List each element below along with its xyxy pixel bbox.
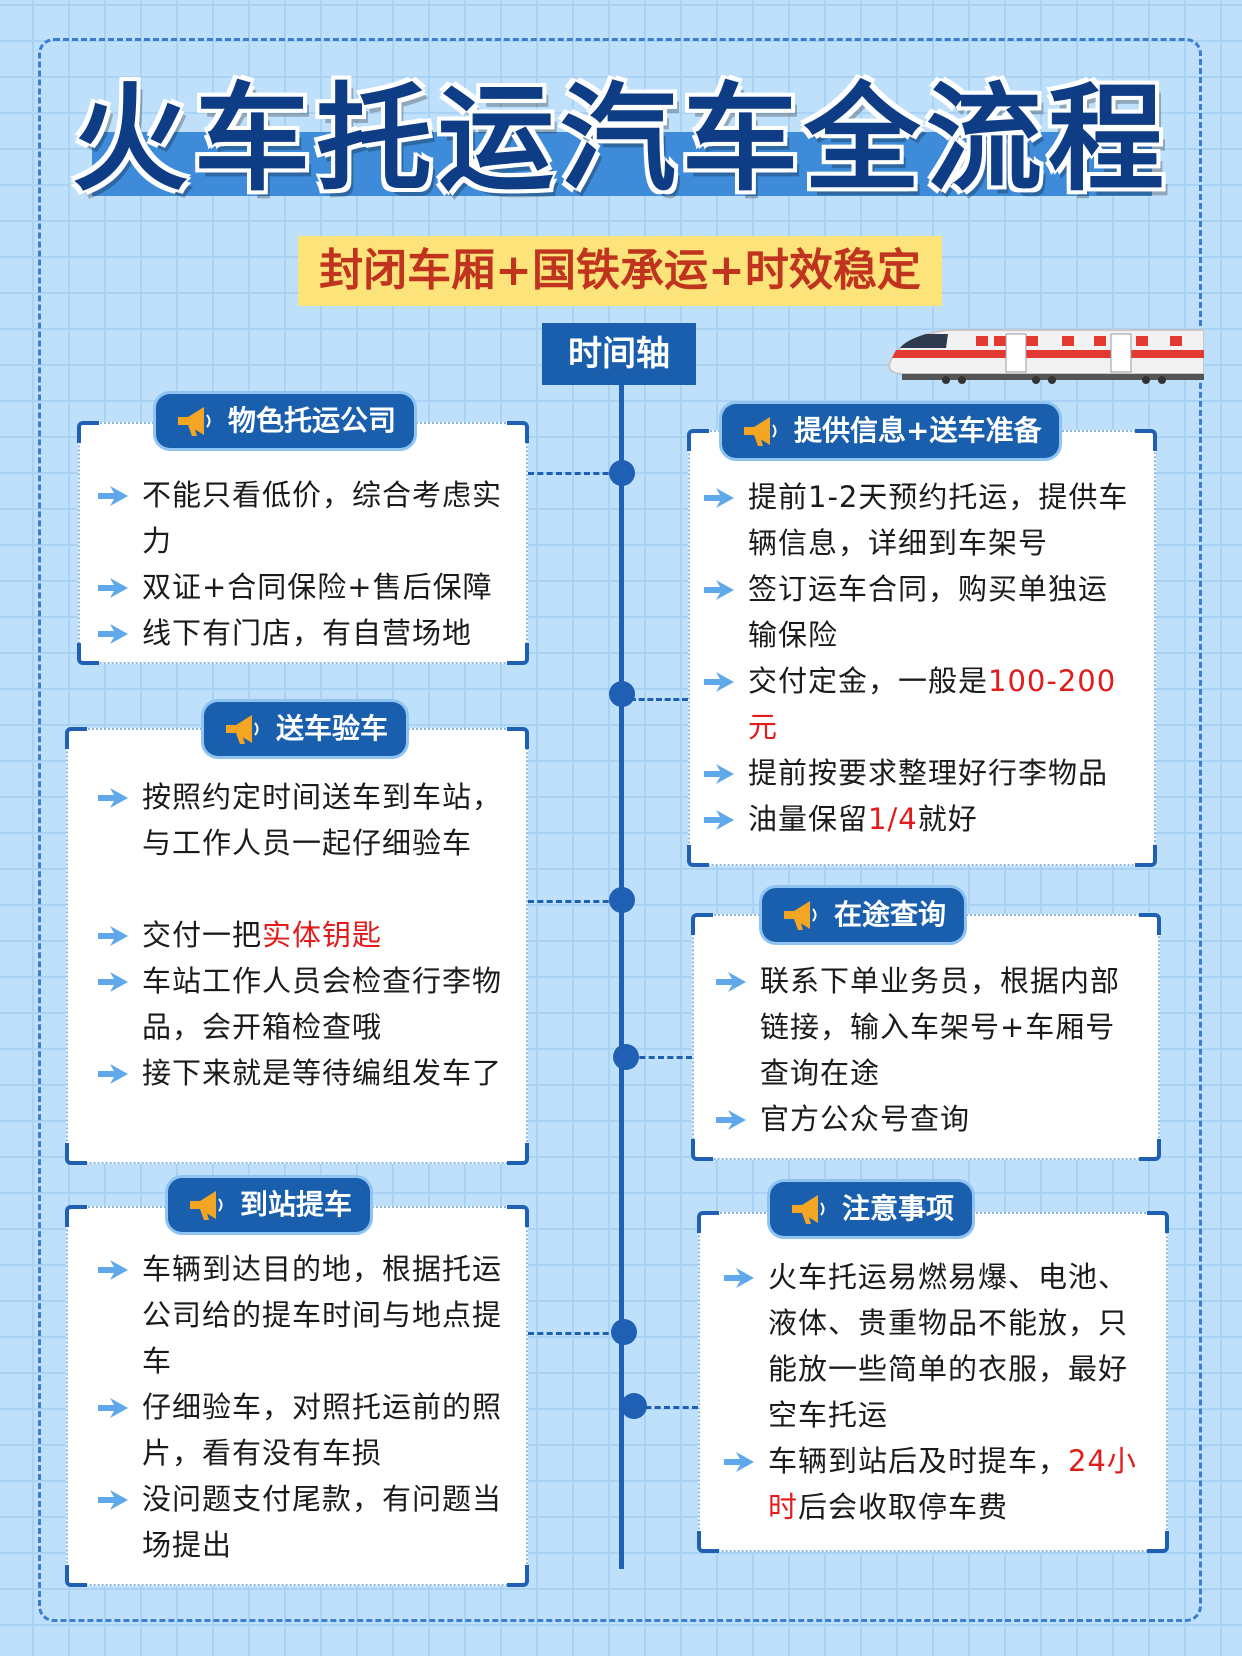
list-item: 提前按要求整理好行李物品: [704, 750, 1134, 796]
list-item: 签订运车合同，购买单独运输保险: [704, 566, 1134, 658]
arrow-icon: [704, 810, 734, 830]
timeline-connector: [528, 900, 618, 903]
step-title-2: 提供信息+送车准备: [722, 404, 1060, 458]
list-item: 联系下单业务员，根据内部链接，输入车架号+车厢号查询在途: [716, 958, 1140, 1096]
subtitle: 封闭车厢+国铁承运+时效稳定: [298, 236, 942, 306]
list-item: 接下来就是等待编组发车了: [98, 1050, 508, 1096]
list-item: 没问题支付尾款，有问题当场提出: [98, 1476, 508, 1568]
timeline-dot: [609, 887, 635, 913]
timeline-connector: [630, 1056, 692, 1059]
megaphone-icon: [226, 715, 259, 744]
arrow-icon: [98, 1398, 128, 1418]
list-item: 双证+合同保险+售后保障: [98, 564, 508, 610]
timeline-dot: [609, 460, 635, 486]
step-title-6: 注意事项: [770, 1182, 973, 1236]
title-band: [92, 132, 1152, 196]
step-card-2: [687, 429, 1157, 867]
page-title: 火车托运汽车全流程: [70, 70, 1170, 209]
timeline-dot: [613, 1044, 639, 1070]
timeline-dot: [611, 1319, 637, 1345]
arrow-icon: [704, 672, 734, 692]
list-item: 按照约定时间送车到车站，与工作人员一起仔细验车: [98, 774, 508, 866]
arrow-icon: [98, 788, 128, 808]
arrow-icon: [704, 764, 734, 784]
list-item: 火车托运易燃易爆、电池、液体、贵重物品不能放，只能放一些简单的衣服，最好空车托运: [724, 1254, 1146, 1438]
list-item: 交付一把实体钥匙: [98, 912, 508, 958]
timeline-dot: [621, 1393, 647, 1419]
list-item: 提前1-2天预约托运，提供车辆信息，详细到车架号: [704, 474, 1134, 566]
arrow-icon: [716, 972, 746, 992]
list-item: 线下有门店，有自营场地: [98, 610, 508, 656]
step-title-5: 到站提车: [168, 1178, 371, 1232]
step-title-1: 物色托运公司: [156, 394, 415, 448]
arrow-icon: [716, 1110, 746, 1130]
arrow-icon: [724, 1452, 754, 1472]
arrow-icon: [704, 488, 734, 508]
arrow-icon: [98, 1064, 128, 1084]
timeline-dot: [609, 681, 635, 707]
arrow-icon: [98, 1490, 128, 1510]
timeline-connector: [630, 698, 688, 701]
timeline-line: [619, 385, 624, 1569]
list-item: 官方公众号查询: [716, 1096, 1140, 1142]
step-card-5: [65, 1205, 529, 1587]
arrow-icon: [98, 972, 128, 992]
list-item: 车辆到达目的地，根据托运公司给的提车时间与地点提车: [98, 1246, 508, 1384]
megaphone-icon: [792, 1195, 825, 1224]
timeline-connector: [528, 472, 618, 475]
list-item: 仔细验车，对照托运前的照片，看有没有车损: [98, 1384, 508, 1476]
megaphone-icon: [190, 1191, 223, 1220]
step-card-3: [65, 727, 529, 1165]
arrow-icon: [704, 580, 734, 600]
list-item: 油量保留1/4就好: [704, 796, 1134, 842]
dashed-frame: [38, 38, 1202, 1622]
timeline-label: 时间轴: [542, 323, 696, 385]
megaphone-icon: [178, 407, 211, 436]
train-icon: [888, 329, 1204, 384]
arrow-icon: [724, 1268, 754, 1288]
list-item: 车辆到站后及时提车，24小时后会收取停车费: [724, 1438, 1146, 1530]
timeline-connector: [636, 1406, 698, 1409]
step-card-6: [697, 1211, 1169, 1553]
timeline-connector: [528, 1332, 618, 1335]
arrow-icon: [98, 624, 128, 644]
step-card-1: [77, 421, 529, 665]
step-title-3: 送车验车: [204, 702, 407, 756]
arrow-icon: [98, 1260, 128, 1280]
megaphone-icon: [784, 901, 817, 930]
list-item: 交付定金，一般是100-200元: [704, 658, 1134, 750]
arrow-icon: [98, 926, 128, 946]
list-item: 车站工作人员会检查行李物品，会开箱检查哦: [98, 958, 508, 1050]
arrow-icon: [98, 486, 128, 506]
list-item: 不能只看低价，综合考虑实力: [98, 472, 508, 564]
megaphone-icon: [744, 417, 777, 446]
step-title-4: 在途查询: [762, 888, 965, 942]
arrow-icon: [98, 578, 128, 598]
step-card-4: [691, 913, 1161, 1161]
